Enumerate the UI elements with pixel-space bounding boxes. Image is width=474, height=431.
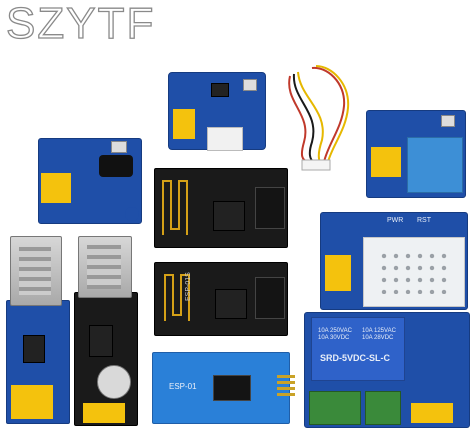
female-header (83, 403, 125, 423)
relay-part-number: SRD-5VDC-SL-C (320, 353, 391, 363)
module-esp-adapter-left (38, 138, 142, 224)
female-header (325, 255, 351, 291)
screw-terminal (365, 391, 401, 425)
module-esp01-adapter-blue: ESP-01 (152, 352, 295, 424)
capacitor (97, 365, 131, 399)
dht11-sensor (407, 137, 463, 193)
module-relay: 10A 250VAC 10A 30VDC 10A 125VAC 10A 28VD… (304, 312, 470, 428)
pin-header (213, 375, 251, 401)
module-usb-adapter-blue (6, 300, 70, 424)
female-header (173, 109, 195, 139)
push-button (441, 115, 455, 127)
pcb-antenna-trace (164, 274, 190, 321)
female-header (11, 385, 53, 419)
ch340-chip (23, 335, 45, 363)
board-silk-label: ESP-01S (185, 272, 192, 301)
ic-chip (211, 83, 229, 97)
pin-header (255, 277, 285, 319)
push-button (111, 141, 127, 153)
jst-wire-cable (288, 65, 350, 171)
module-esp01-black-bottom: ESP-01S (154, 262, 288, 336)
pin-header (255, 187, 285, 229)
usb-plug-silver (78, 236, 132, 298)
watermark-logo: SZYTF (5, 0, 156, 48)
push-button (243, 79, 257, 91)
male-pins (277, 375, 295, 399)
white-connector (207, 127, 243, 151)
dht22-sensor (363, 237, 465, 307)
relay-box: 10A 250VAC 10A 30VDC 10A 125VAC 10A 28VD… (311, 317, 405, 381)
female-header (41, 173, 71, 203)
sensor-black-blob (99, 155, 133, 177)
esp8266-chip (213, 201, 245, 231)
module-dht22: PWR RST (320, 212, 468, 310)
module-dht11 (366, 110, 466, 198)
module-usb-adapter-black (74, 292, 138, 426)
relay-spec-left: 10A 250VAC 10A 30VDC (318, 328, 352, 341)
pcb-antenna-trace (162, 180, 188, 235)
screw-terminal (309, 391, 361, 425)
rst-label: RST (417, 217, 431, 224)
ch340-chip (89, 325, 113, 357)
esp8266-chip (215, 289, 247, 319)
female-header (371, 147, 401, 177)
female-header (411, 403, 453, 423)
pwr-label: PWR (387, 217, 404, 224)
relay-spec-right: 10A 125VAC 10A 28VDC (362, 328, 396, 341)
module-adapter-top (168, 72, 266, 151)
board-silk-label: ESP-01 (169, 382, 197, 391)
module-esp01-black-top (154, 168, 288, 248)
usb-plug-silver (10, 236, 62, 306)
tab-notch (125, 207, 139, 221)
